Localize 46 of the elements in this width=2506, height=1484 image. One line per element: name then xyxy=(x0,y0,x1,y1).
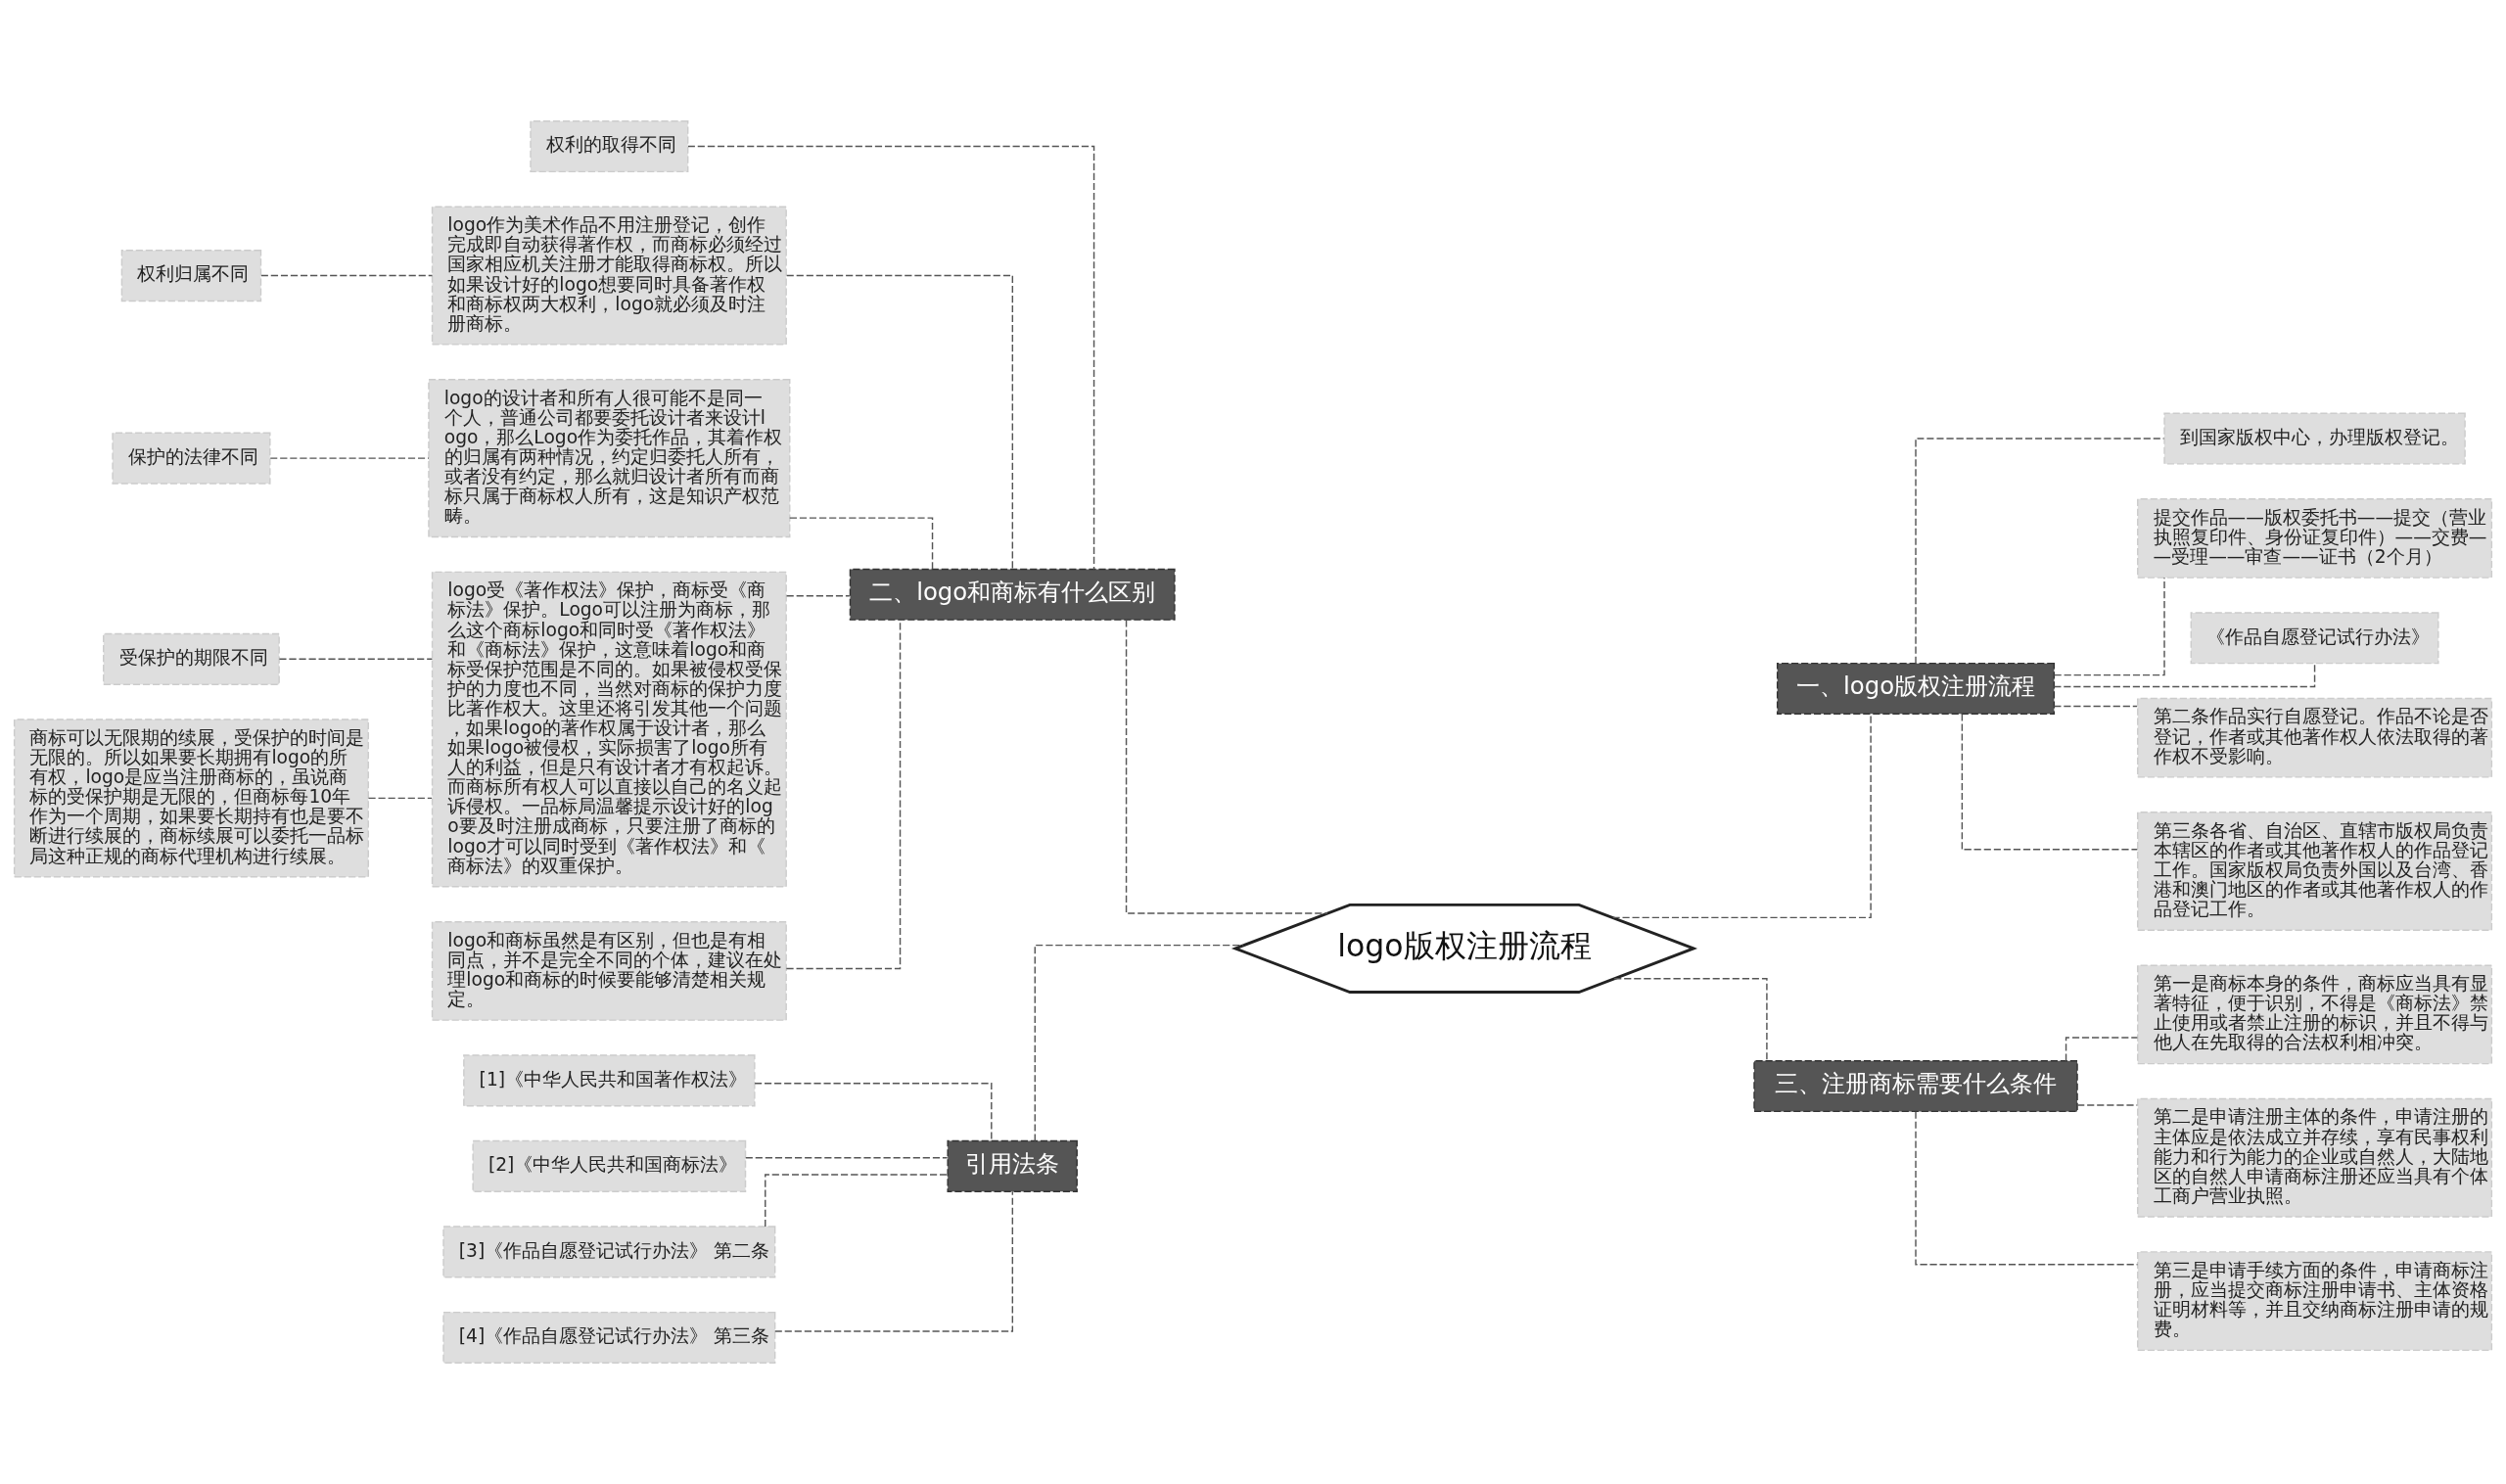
connector xyxy=(774,1190,1014,1332)
node-box: 三、注册商标需要什么条件 xyxy=(1753,1060,2078,1113)
node-box: [2]《中华人民共和国商标法》 xyxy=(472,1139,747,1192)
node-box: 保护的法律不同 xyxy=(112,432,271,485)
connector xyxy=(789,517,934,570)
connector xyxy=(687,145,1095,571)
node-box: 到国家版权中心，办理版权登记。 xyxy=(2163,412,2466,465)
node-box: 权利归属不同 xyxy=(120,250,262,302)
connector xyxy=(2053,705,2138,708)
connector xyxy=(269,457,430,459)
node-box: 第三是申请手续方面的条件，申请商标注册，应当提交商标注册申请书、主体资格证明材料等，并且交纳商标注册申请的规费。 xyxy=(2137,1251,2493,1352)
node-box: 《作品自愿登记试行办法》 xyxy=(2190,612,2439,665)
connector xyxy=(367,797,433,800)
node-box: 第二条作品实行自愿登记。作品不论是否登记，作者或其他著作权人依法取得的著作权不受影响。 xyxy=(2137,697,2493,778)
node-box: [1]《中华人民共和国著作权法》 xyxy=(463,1054,756,1107)
connector xyxy=(1034,944,1244,1142)
connector xyxy=(260,274,434,277)
node-box: logo的设计者和所有人很可能不是同一个人，普通公司都要委托设计者来设计logo，那么Logo作为委托作品，其着作权的归属有两种情况，约定归委托人所有，或者没有约定，那么就归设计者所有而商标只属于商标权人所有，这是知识产权范畴。 xyxy=(428,379,791,538)
connector xyxy=(785,274,1014,570)
node-box: [3]《作品自愿登记试行办法》 第二条 xyxy=(442,1226,776,1278)
connector xyxy=(745,1157,949,1159)
node-box: logo受《著作权法》保护，商标受《商标法》保护。Logo可以注册为商标，那么这个商标logo和同时受《著作权法》和《商标法》保护，这意味着logo和商标受保护范围是不同的。如果被侵权受保护的力度也不同，当然对商标的保护力度比著作权大。这里还将引发其他一个问题，如果logo的著作权属于设计者，那么如果logo被侵权，实际损害了logo所有人的利益，但是只有设计者才有权起诉。而商标所有权人可以直接以自己的名义起诉侵权。一品标局温馨提示设计好的logo要及时注册成商标，只要注册了商标的logo才可以同时受到《著作权法》和《商标法》的双重保护。 xyxy=(431,571,787,888)
connector xyxy=(1125,619,1328,914)
node-box: logo和商标虽然是有区别，但也是有相同点，并不是完全不同的个体，建议在处理logo和商标的时候要能够清楚相关规定。 xyxy=(431,920,787,1021)
node-box: 一、logo版权注册流程 xyxy=(1776,662,2056,715)
connector xyxy=(2053,577,2165,676)
node-box: 提交作品——版权委托书——提交（营业执照复印件、身份证复印件）——交费——受理——审查——证书（2个月） xyxy=(2137,498,2493,579)
connector xyxy=(1961,713,2139,851)
node-box: 第三条各省、自治区、直辖市版权局负责本辖区的作者或其他著作权人的作品登记工作。国家版权局负责外国以及台湾、香港和澳门地区的作者或其他著作权人的作品登记工作。 xyxy=(2137,812,2493,931)
node-box: logo作为美术作品不用注册登记，创作完成即自动获得著作权，而商标必须经过国家相应机关注册才能取得商标权。所以如果设计好的logo想要同时具备著作权和商标权两大权利，logo就必须及时注册商标。 xyxy=(431,206,787,346)
connector xyxy=(1613,978,1768,1062)
connector xyxy=(765,1174,949,1228)
connector xyxy=(785,595,851,597)
node-box: 受保护的期限不同 xyxy=(103,632,280,685)
connector xyxy=(278,658,434,661)
connector xyxy=(1611,713,1872,919)
node-box: 二、logo和商标有什么区别 xyxy=(849,568,1176,621)
node-box: 第二是申请注册主体的条件，申请注册的主体应是依法成立并存续，享有民事权利能力和行为能力的企业或自然人，大陆地区的自然人申请商标注册还应当具有个体工商户营业执照。 xyxy=(2137,1097,2493,1218)
node-box: 第一是商标本身的条件，商标应当具有显著特征，便于识别，不得是《商标法》禁止使用或者禁止注册的标识，并且不得与他人在先取得的合法权利相冲突。 xyxy=(2137,964,2493,1065)
node-box: 权利的取得不同 xyxy=(530,120,689,173)
node-box: 引用法条 xyxy=(947,1139,1078,1192)
node-box: 商标可以无限期的续展，受保护的时间是无限的。所以如果要长期拥有logo的所有权，logo是应当注册商标的，虽说商标的受保护期是无限的，但商标每10年作为一个周期，如果要长期持有也是要不断进行续展的，商标续展可以委托一品标局这种正规的商标代理机构进行续展。 xyxy=(13,719,369,878)
connector xyxy=(754,1083,993,1142)
connector xyxy=(2076,1104,2138,1106)
node-box: [4]《作品自愿登记试行办法》 第三条 xyxy=(442,1311,776,1364)
connector xyxy=(2065,1037,2139,1062)
